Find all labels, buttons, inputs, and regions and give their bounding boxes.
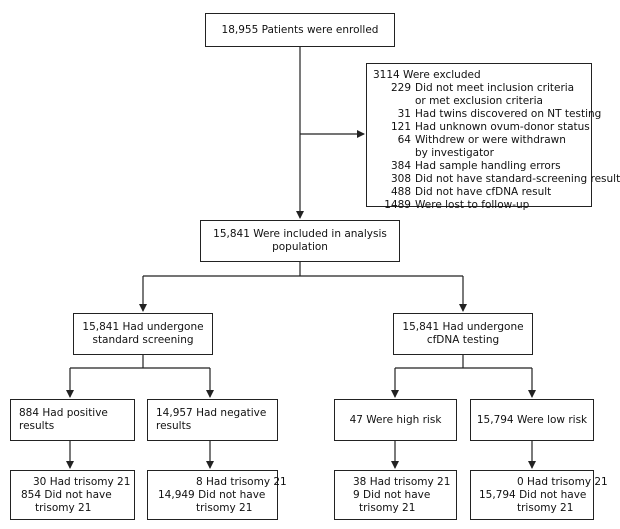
out-negative-line-2: 14,949 Did not have — [158, 488, 266, 501]
analysis-line-1: 15,841 Were included in analysis — [213, 228, 387, 240]
positive-line-2: results — [19, 420, 55, 432]
cfdna-line-1: 15,841 Had undergone — [402, 321, 524, 333]
negative-results-box: 14,957 Had negative results — [147, 399, 278, 441]
excluded-box: 3114 Were excluded 229 Did not meet inclu… — [366, 63, 620, 211]
excluded-title: 3114 Were excluded — [373, 69, 481, 81]
excluded-reason-text: Had unknown ovum-donor status — [415, 121, 590, 133]
excluded-reason-text: Had twins discovered on NT testing — [415, 108, 602, 120]
out-highrisk-line-3: trisomy 21 — [359, 501, 416, 514]
outcome-negative-box: 8 Had trisomy 21 14,949 Did not have tri… — [147, 470, 287, 520]
excluded-reason-continuation: or met exclusion criteria — [373, 95, 585, 108]
excluded-reason: 121 Had unknown ovum-donor status — [373, 121, 590, 134]
excluded-reason: 64 Withdrew or were withdrawn — [373, 134, 585, 147]
excluded-reason: 1489 Were lost to follow-up — [373, 199, 585, 212]
out-positive-line-2: 854 Did not have — [21, 488, 112, 501]
excluded-reason-text: Did not meet inclusion criteria — [415, 82, 575, 94]
excluded-reason-text: or met exclusion criteria — [415, 95, 543, 107]
standard-line-1: 15,841 Had undergone — [82, 321, 204, 333]
enrolled-text: 18,955 Patients were enrolled — [221, 23, 379, 36]
positive-results-box: 884 Had positive results — [10, 399, 135, 441]
excluded-reason-count — [373, 147, 415, 160]
out-highrisk-line-2: 9 Did not have — [353, 488, 431, 501]
excluded-reason: 308 Did not have standard-screening resul… — [373, 173, 620, 186]
excluded-reason-count: 121 — [390, 121, 411, 133]
excluded-reason-count: 488 — [390, 186, 411, 198]
excluded-reason-count: 1489 — [384, 199, 411, 211]
out-lowrisk-line-3: trisomy 21 — [517, 501, 574, 514]
lowrisk-text: 15,794 Were low risk — [476, 413, 588, 426]
out-lowrisk-line-2: 15,794 Did not have — [479, 488, 587, 501]
excluded-reason-text: Did not have cfDNA result — [415, 186, 552, 198]
cfdna-testing-box: 15,841 Had undergone cfDNA testing — [393, 313, 533, 355]
analysis-line-2: population — [272, 241, 328, 253]
excluded-reason: 31 Had twins discovered on NT testing — [373, 108, 602, 121]
out-positive-line-3: trisomy 21 — [35, 501, 92, 514]
negative-line-1: 14,957 Had negative — [156, 407, 267, 419]
excluded-reason-count — [373, 95, 415, 108]
excluded-reason-count: 229 — [390, 82, 411, 94]
excluded-reason-text: Did not have standard-screening result — [415, 173, 620, 185]
outcome-positive-box: 30 Had trisomy 21 854 Did not have triso… — [10, 470, 135, 520]
excluded-reason-text: Had sample handling errors — [415, 160, 561, 172]
out-lowrisk-line-1: 0 Had trisomy 21 — [517, 475, 608, 488]
excluded-reason-text: by investigator — [415, 147, 494, 159]
out-negative-line-1: 8 Had trisomy 21 — [196, 475, 287, 488]
excluded-reason: 488 Did not have cfDNA result — [373, 186, 585, 199]
excluded-reason: 384 Had sample handling errors — [373, 160, 585, 173]
out-positive-line-1: 30 Had trisomy 21 — [33, 475, 131, 488]
positive-line-1: 884 Had positive — [19, 407, 108, 419]
negative-line-2: results — [156, 420, 192, 432]
analysis-box: 15,841 Were included in analysis populat… — [200, 220, 400, 262]
out-highrisk-line-1: 38 Had trisomy 21 — [353, 475, 451, 488]
high-risk-box: 47 Were high risk — [334, 399, 457, 441]
excluded-reason-count: 31 — [397, 108, 411, 120]
cfdna-line-2: cfDNA testing — [426, 334, 500, 346]
enrolled-box: 18,955 Patients were enrolled — [205, 13, 395, 47]
highrisk-text: 47 Were high risk — [349, 413, 442, 426]
excluded-reason: 229 Did not meet inclusion criteria — [373, 82, 585, 95]
excluded-reason-text: Were lost to follow-up — [415, 199, 530, 211]
standard-screening-box: 15,841 Had undergone standard screening — [73, 313, 213, 355]
out-negative-line-3: trisomy 21 — [196, 501, 253, 514]
excluded-reason-count: 384 — [390, 160, 411, 172]
excluded-reason-continuation: by investigator — [373, 147, 585, 160]
outcome-lowrisk-box: 0 Had trisomy 21 15,794 Did not have tri… — [470, 470, 608, 520]
low-risk-box: 15,794 Were low risk — [470, 399, 594, 441]
excluded-reason-text: Withdrew or were withdrawn — [415, 134, 566, 146]
outcome-highrisk-box: 38 Had trisomy 21 9 Did not have trisomy… — [334, 470, 457, 520]
flow-connectors — [66, 47, 536, 469]
excluded-reason-count: 308 — [390, 173, 411, 185]
standard-line-2: standard screening — [92, 334, 194, 346]
excluded-reason-count: 64 — [397, 134, 411, 146]
